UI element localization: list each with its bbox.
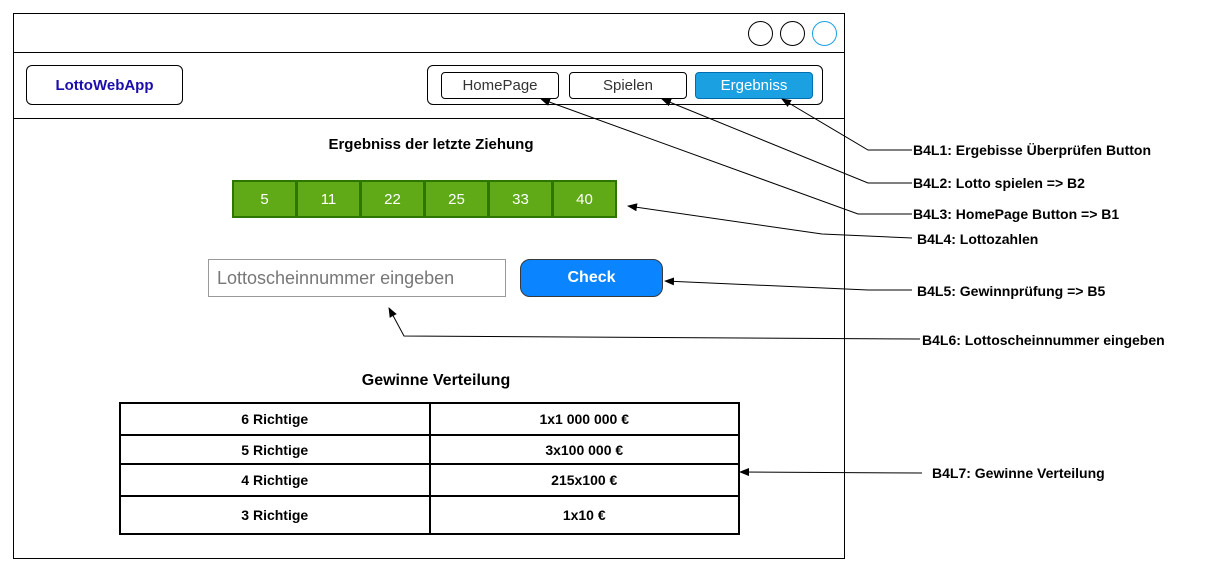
- table-row: 4 Richtige 215x100 €: [119, 463, 740, 497]
- arrow-b4l5: [664, 277, 912, 291]
- nav-bar: [427, 65, 823, 105]
- annotation-b4l1: B4L1: Ergebisse Überprüfen Button: [913, 142, 1152, 158]
- arrow-b4l3: [540, 98, 912, 215]
- table-row: 3 Richtige 1x10 €: [119, 495, 740, 535]
- draw-title: Ergebniss der letzte Ziehung: [328, 136, 534, 153]
- table-row: 6 Richtige 1x1 000 000 €: [119, 402, 740, 436]
- ticket-number-input[interactable]: [208, 259, 506, 297]
- table-row: 5 Richtige 3x100 000 €: [119, 434, 740, 465]
- annotation-b4l2: B4L2: Lotto spielen => B2: [913, 175, 1085, 191]
- matches-cell: 3 Richtige: [119, 495, 431, 535]
- nav-ergebniss-button[interactable]: Ergebniss: [695, 72, 813, 99]
- annotation-b4l5: B4L5: Gewinnprüfung => B5: [917, 283, 1106, 299]
- prize-cell: 215x100 €: [428, 463, 740, 497]
- prize-distribution-table: 6 Richtige 1x1 000 000 € 5 Richtige 3x10…: [119, 402, 740, 535]
- lotto-number: 33: [488, 180, 553, 218]
- browser-window-frame: [13, 13, 845, 559]
- window-close-button[interactable]: [812, 21, 837, 46]
- arrow-b4l7: [739, 468, 923, 477]
- check-button[interactable]: Check: [520, 259, 663, 297]
- annotation-b4l7: B4L7: Gewinne Verteilung: [932, 465, 1105, 481]
- lotto-number: 5: [232, 180, 297, 218]
- nav-spielen-button[interactable]: Spielen: [569, 72, 687, 99]
- lotto-number: 22: [360, 180, 425, 218]
- arrow-b4l6: [388, 307, 921, 340]
- lotto-number: 40: [552, 180, 617, 218]
- matches-cell: 4 Richtige: [119, 463, 431, 497]
- arrow-b4l4: [627, 203, 913, 239]
- header-divider: [13, 118, 845, 119]
- window-minimize-button[interactable]: [748, 21, 773, 46]
- arrow-b4l2: [661, 98, 912, 184]
- annotation-b4l3: B4L3: HomePage Button => B1: [913, 206, 1120, 222]
- app-logo[interactable]: LottoWebApp: [26, 65, 183, 105]
- arrow-b4l1: [781, 98, 912, 151]
- annotation-b4l6: B4L6: Lottoscheinnummer eingeben: [922, 332, 1165, 348]
- distribution-title: Gewinne Verteilung: [361, 372, 511, 389]
- lotto-numbers: 5 11 22 25 33 40: [232, 180, 617, 218]
- titlebar-divider: [13, 52, 845, 53]
- matches-cell: 6 Richtige: [119, 402, 431, 436]
- lotto-number: 25: [424, 180, 489, 218]
- prize-cell: 1x1 000 000 €: [428, 402, 740, 436]
- nav-homepage-button[interactable]: HomePage: [441, 72, 559, 99]
- lotto-number: 11: [296, 180, 361, 218]
- annotation-b4l4: B4L4: Lottozahlen: [917, 231, 1039, 247]
- window-maximize-button[interactable]: [780, 21, 805, 46]
- prize-cell: 3x100 000 €: [428, 434, 740, 465]
- prize-cell: 1x10 €: [428, 495, 740, 535]
- matches-cell: 5 Richtige: [119, 434, 431, 465]
